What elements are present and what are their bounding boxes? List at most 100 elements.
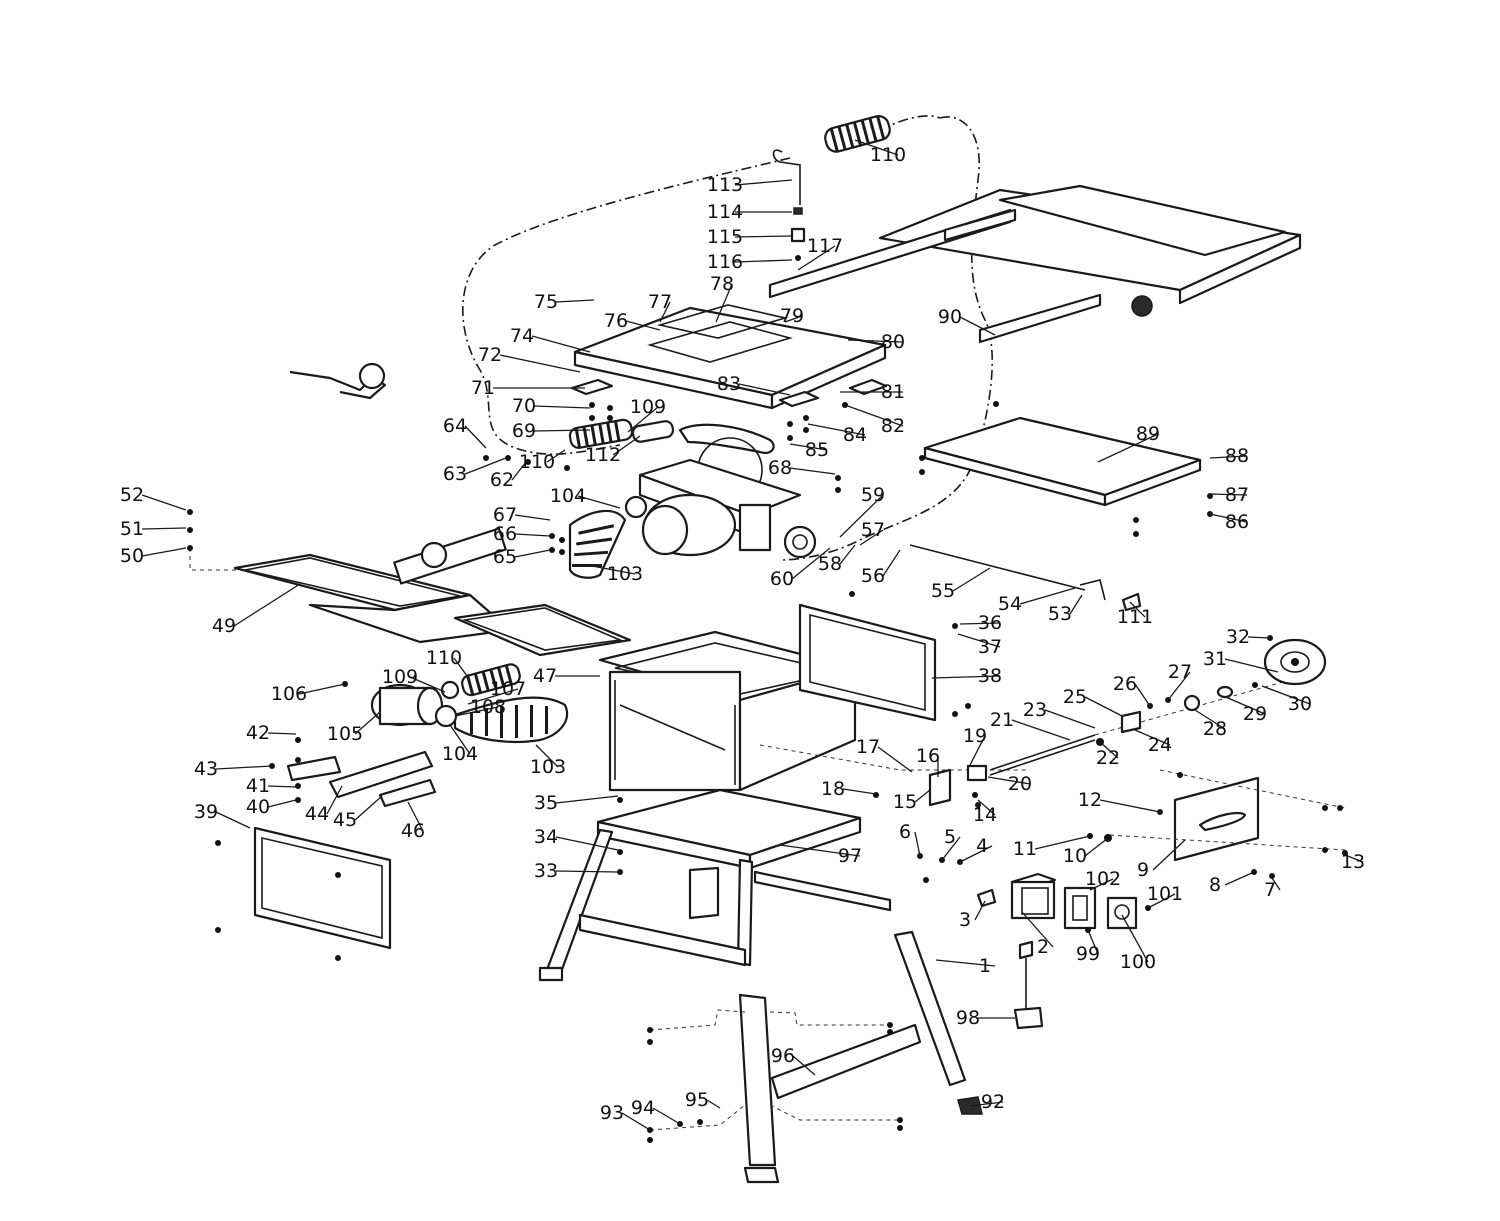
callout-leader-6: [914, 831, 921, 857]
callout-label-72: 72: [478, 344, 502, 366]
callout-label-77: 77: [648, 291, 672, 313]
callout-leader-9: [1152, 839, 1186, 871]
callout-leader-45: [354, 795, 383, 821]
callout-leader-49: [233, 583, 301, 627]
callout-leader-29: [1227, 697, 1266, 715]
callout-label-113: 113: [707, 174, 743, 196]
brace-96: [770, 1023, 922, 1100]
callout-label-41: 41: [246, 775, 270, 797]
callout-label-81: 81: [881, 381, 905, 403]
axis-leg-low-r: [769, 1104, 900, 1121]
callout-leader-60: [791, 547, 831, 580]
callout-label-80: 80: [881, 331, 905, 353]
callout-leader-111: [1129, 601, 1146, 618]
callout-leader-101: [1147, 893, 1176, 909]
callout-label-75: 75: [534, 291, 558, 313]
callout-leader-15: [914, 789, 931, 803]
callout-leader-19: [969, 735, 986, 766]
callout-label-13: 13: [1341, 851, 1365, 873]
callout-leader-53: [1069, 594, 1083, 615]
callout-label-83: 83: [717, 373, 741, 395]
callout-label-104: 104: [550, 485, 586, 507]
callout-label-112: 112: [585, 444, 621, 466]
callout-label-19: 19: [963, 725, 987, 747]
callout-leader-110: [453, 657, 471, 681]
spring-handle-top: [824, 115, 891, 153]
callout-label-65: 65: [493, 546, 517, 568]
switch-frame-102: [1063, 886, 1097, 930]
callout-label-107: 107: [490, 678, 526, 700]
callout-label-99: 99: [1076, 943, 1100, 965]
handwheel-31: [1263, 638, 1327, 686]
callout-leader-92: [969, 1101, 1004, 1107]
callout-leader-31: [1224, 658, 1279, 673]
callout-label-35: 35: [534, 792, 558, 814]
clamp-104-top: [624, 495, 648, 519]
callout-label-27: 27: [1168, 661, 1192, 683]
extension-table-left: [233, 527, 632, 657]
callout-leader-21: [1011, 719, 1071, 741]
callout-leader-22: [1099, 741, 1119, 759]
callout-label-79: 79: [780, 305, 804, 327]
callout-leader-90: [959, 316, 996, 336]
callout-label-1: 1: [979, 955, 991, 977]
callout-leader-20: [987, 776, 1031, 785]
callout-leader-65: [514, 549, 551, 558]
callout-leader-5: [941, 836, 961, 861]
callout-leader-3: [974, 900, 986, 921]
switch-box-2: [1010, 872, 1057, 920]
callout-leader-40: [267, 799, 297, 808]
callout-leader-41: [267, 785, 297, 788]
callout-label-82: 82: [881, 415, 905, 437]
callout-label-89: 89: [1136, 423, 1160, 445]
callout-label-25: 25: [1063, 686, 1087, 708]
callout-leader-50: [141, 547, 187, 557]
callout-leader-55: [952, 567, 991, 592]
callout-label-46: 46: [401, 820, 425, 842]
bracket-46: [378, 778, 437, 808]
callout-leader-115: [734, 235, 793, 238]
callout-label-45: 45: [333, 809, 357, 831]
bracket-83: [778, 390, 820, 408]
block-20: [966, 764, 988, 782]
callout-leader-106: [298, 683, 346, 695]
callout-leader-18: [842, 788, 877, 795]
callout-label-12: 12: [1078, 789, 1102, 811]
collar-29: [1216, 685, 1234, 699]
callout-label-86: 86: [1225, 511, 1249, 533]
sliding-table-rails: [768, 184, 1302, 344]
callout-label-104: 104: [442, 743, 478, 765]
stand-top-97: [596, 788, 862, 870]
callout-label-63: 63: [443, 463, 467, 485]
callout-leader-12: [1099, 799, 1161, 813]
crank-rod: [772, 149, 801, 205]
callout-leader-57: [859, 529, 884, 546]
callout-leader-27: [1167, 671, 1191, 701]
callout-leader-110: [546, 449, 566, 463]
axis-leg-right: [769, 1011, 890, 1026]
callout-leader-2: [1021, 911, 1054, 948]
callout-leader-105: [354, 711, 381, 735]
callout-label-34: 34: [534, 826, 558, 848]
callout-label-96: 96: [771, 1045, 795, 1067]
axis-leg-low: [649, 1104, 746, 1131]
callout-leader-11: [1034, 835, 1091, 850]
callout-label-31: 31: [1203, 648, 1227, 670]
callout-label-84: 84: [843, 424, 867, 446]
callout-label-40: 40: [246, 796, 270, 818]
callout-leader-86: [1209, 513, 1248, 523]
callout-label-111: 111: [1117, 606, 1153, 628]
callout-leader-93: [621, 1112, 651, 1131]
callout-leader-83: [738, 383, 791, 396]
spring-handle-mid: [568, 418, 675, 449]
dust-port-105: [370, 683, 444, 727]
bracket-71: [570, 378, 614, 396]
rod-55: [909, 544, 1086, 591]
callout-label-10: 10: [1063, 845, 1087, 867]
callout-label-117: 117: [807, 235, 843, 257]
callout-label-116: 116: [707, 251, 743, 273]
callout-label-42: 42: [246, 722, 270, 744]
callout-leader-100: [1121, 914, 1149, 963]
callout-leader-62: [511, 461, 527, 481]
callout-label-16: 16: [916, 745, 940, 767]
